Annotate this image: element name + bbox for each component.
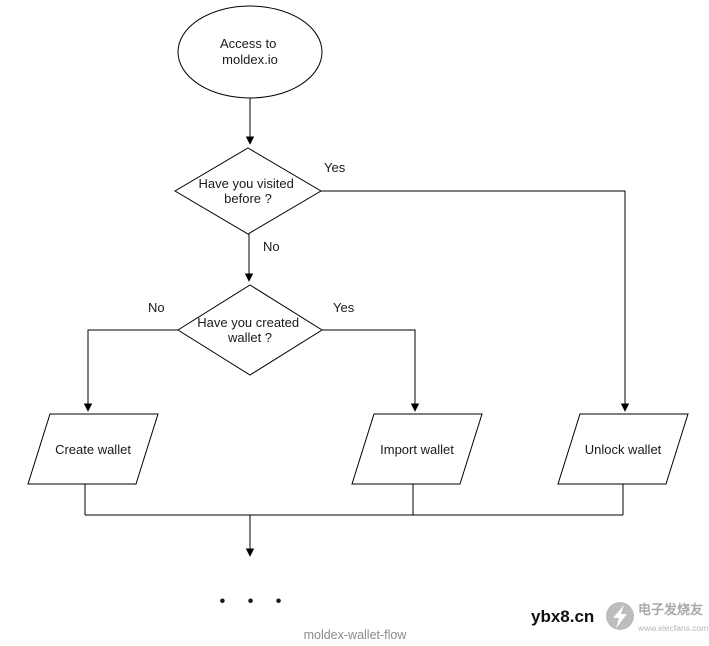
import-wallet-parallelogram (351, 413, 483, 485)
connector-created-yes-to-import (322, 329, 420, 412)
created-no-label: No (148, 300, 165, 315)
create-wallet-label: Create wallet (55, 442, 131, 457)
created-decision-diamond (177, 284, 323, 376)
visited-decision-diamond (174, 147, 322, 235)
create-wallet-node: Create wallet (27, 413, 159, 485)
import-wallet-node: Import wallet (351, 413, 483, 485)
start-node-label: Access to moldex.io (220, 36, 280, 67)
visited-no-label: No (263, 239, 280, 254)
unlock-wallet-parallelogram (557, 413, 689, 485)
import-wallet-label: Import wallet (380, 442, 454, 457)
continuation-ellipsis: • • • (220, 593, 291, 610)
watermark-brand-text: 电子发烧友 (638, 602, 703, 617)
watermark: ybx8.cn 电子发烧友 www.elecfans.com (531, 602, 708, 633)
visited-decision-label: Have you visited before ? (198, 176, 297, 206)
elecfans-logo-icon (606, 602, 634, 630)
created-decision-label: Have you created wallet ? (197, 315, 303, 345)
created-yes-label: Yes (333, 300, 355, 315)
connector-visited-yes-to-unlock (321, 190, 630, 412)
create-wallet-parallelogram (27, 413, 159, 485)
diagram-caption: moldex-wallet-flow (304, 628, 408, 642)
watermark-url-text: www.elecfans.com (637, 623, 708, 633)
unlock-wallet-label: Unlock wallet (585, 442, 662, 457)
visited-yes-label: Yes (324, 160, 346, 175)
watermark-site-text: ybx8.cn (531, 607, 594, 626)
unlock-wallet-node: Unlock wallet (557, 413, 689, 485)
connector-created-no-to-create (83, 329, 178, 412)
